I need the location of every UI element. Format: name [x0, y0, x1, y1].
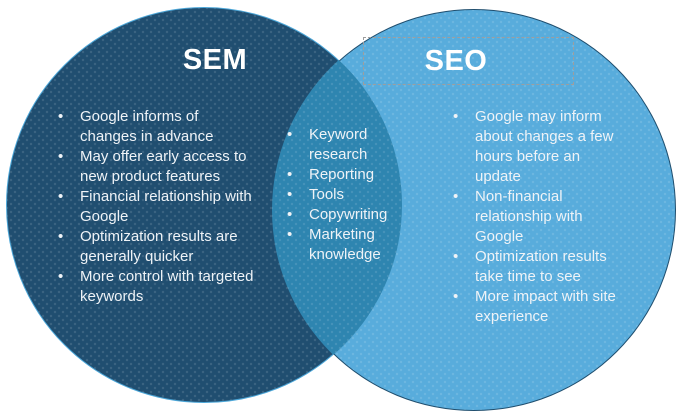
overlap-list: Keyword researchReportingToolsCopywritin…: [286, 125, 390, 265]
list-item: Google informs of changes in advance: [57, 107, 254, 147]
seo-list: Google may inform about changes a few ho…: [452, 107, 626, 327]
list-item: More control with targeted keywords: [57, 267, 254, 307]
list-item: Optimization results take time to see: [452, 247, 626, 287]
list-item: Marketing knowledge: [286, 225, 390, 265]
list-item: Reporting: [286, 165, 390, 185]
list-item: Optimization results are generally quick…: [57, 227, 254, 267]
seo-title-textbox[interactable]: SEO: [363, 37, 574, 85]
list-item: Non-financial relationship with Google: [452, 187, 626, 247]
list-item: Copywriting: [286, 205, 390, 225]
list-item: More impact with site experience: [452, 287, 626, 327]
list-item: Google may inform about changes a few ho…: [452, 107, 626, 187]
list-item: Financial relationship with Google: [57, 187, 254, 227]
list-item: May offer early access to new product fe…: [57, 147, 254, 187]
list-item: Keyword research: [286, 125, 390, 165]
seo-title: SEO: [424, 44, 488, 77]
sem-list: Google informs of changes in advanceMay …: [57, 107, 254, 307]
sem-title: SEM: [182, 44, 248, 76]
list-item: Tools: [286, 185, 390, 205]
